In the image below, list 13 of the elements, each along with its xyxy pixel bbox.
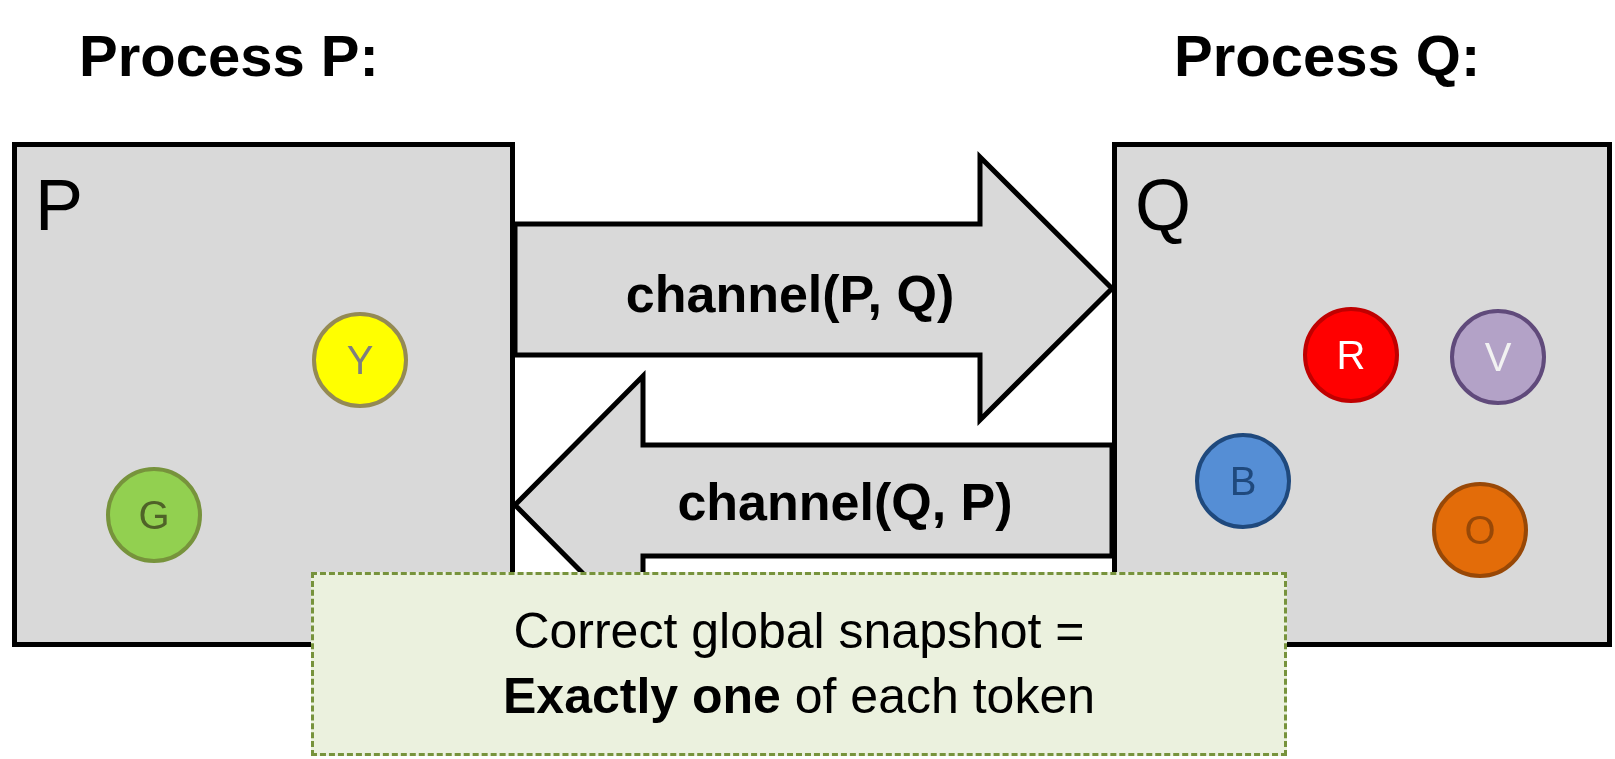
token-letter: R — [1336, 335, 1366, 375]
token-letter: Y — [346, 340, 374, 380]
process-heading: Process P: — [79, 22, 379, 89]
token-letter: O — [1464, 510, 1496, 550]
edge-label: channel(Q, P) — [677, 472, 1013, 532]
token-letter: B — [1229, 461, 1257, 501]
edge-label: channel(P, Q) — [625, 264, 955, 324]
note-text: Correct global snapshot = Exactly one of each token — [502, 602, 1096, 726]
token-letter: V — [1484, 337, 1512, 377]
token-letter: G — [138, 495, 170, 535]
process-heading: Process Q: — [1174, 22, 1481, 89]
process-label: P — [35, 169, 84, 241]
note-box — [311, 572, 1287, 756]
